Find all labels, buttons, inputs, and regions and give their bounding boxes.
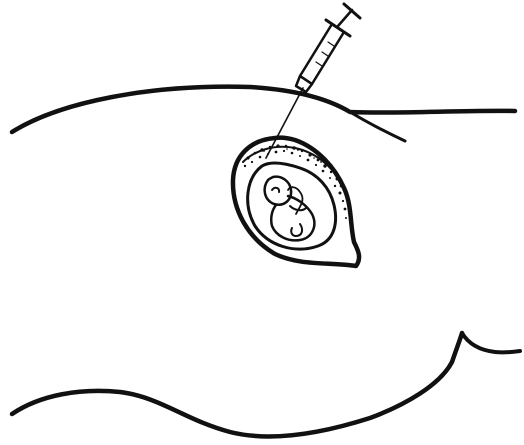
placenta (243, 144, 347, 219)
uterus (233, 138, 359, 266)
syringe-icon (296, 4, 360, 92)
abdomen-upper-contour (12, 87, 515, 141)
fetus (265, 177, 315, 241)
amniotic-sac (248, 163, 336, 249)
back-lower-contour (12, 333, 520, 436)
